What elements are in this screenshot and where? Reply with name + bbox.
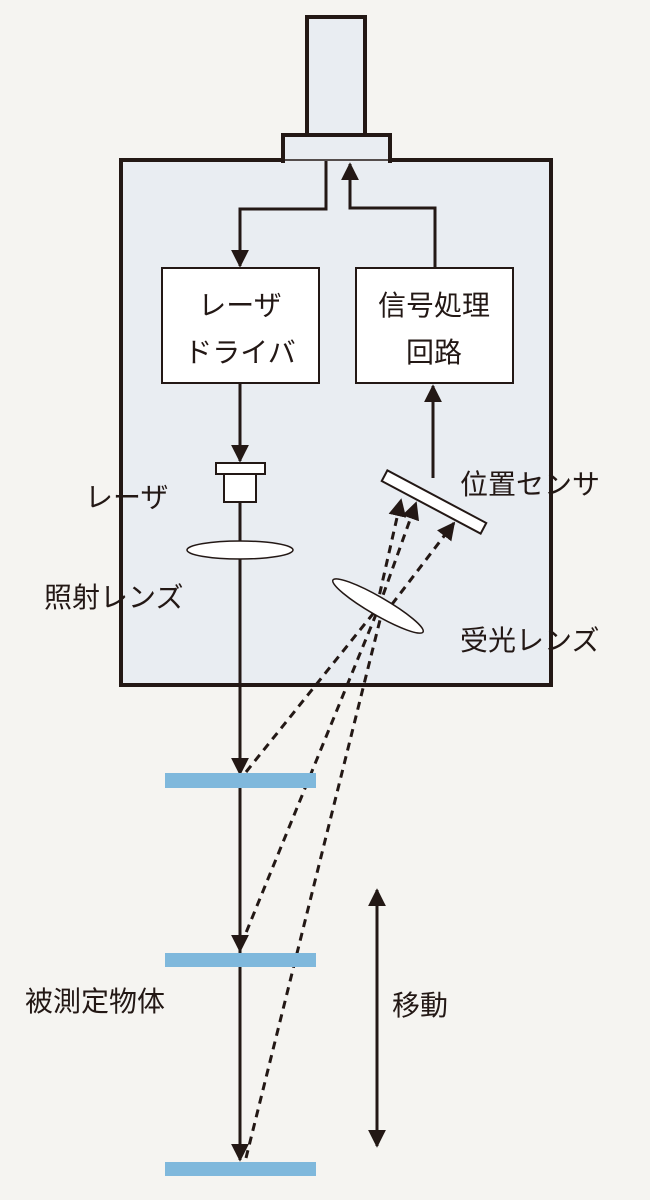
laser-driver-label-2: ドライバ	[184, 336, 295, 369]
laser-label: レーザ	[85, 481, 168, 514]
laser-cap	[215, 462, 266, 475]
laser-driver-box	[161, 267, 320, 384]
signal-processing-box	[355, 267, 514, 384]
target-object-mid	[165, 953, 316, 967]
signal-circuit-label-2: 回路	[406, 336, 462, 369]
sensor-housing	[119, 158, 553, 687]
receiving-lens	[331, 578, 425, 634]
signal-circuit-label-1: 信号処理	[378, 289, 490, 322]
drive-signal-arrow	[231, 161, 328, 268]
cable-connector	[305, 15, 367, 139]
receiving-lens-label: 受光レンズ	[460, 624, 599, 657]
movement-label: 移動	[392, 989, 448, 1022]
target-object-label: 被測定物体	[25, 985, 165, 1018]
output-signal-arrow	[341, 162, 437, 268]
position-sensor-label: 位置センサ	[460, 468, 600, 501]
target-object-near	[165, 773, 316, 788]
laser-emitter	[223, 473, 257, 503]
irradiation-lens-label: 照射レンズ	[44, 581, 183, 614]
laser-driver-label-1: レーザ	[198, 289, 281, 322]
target-object-far	[165, 1162, 316, 1176]
irradiation-lens	[186, 540, 294, 560]
position-sensor	[380, 469, 488, 535]
reflected-rays	[239, 498, 456, 1159]
